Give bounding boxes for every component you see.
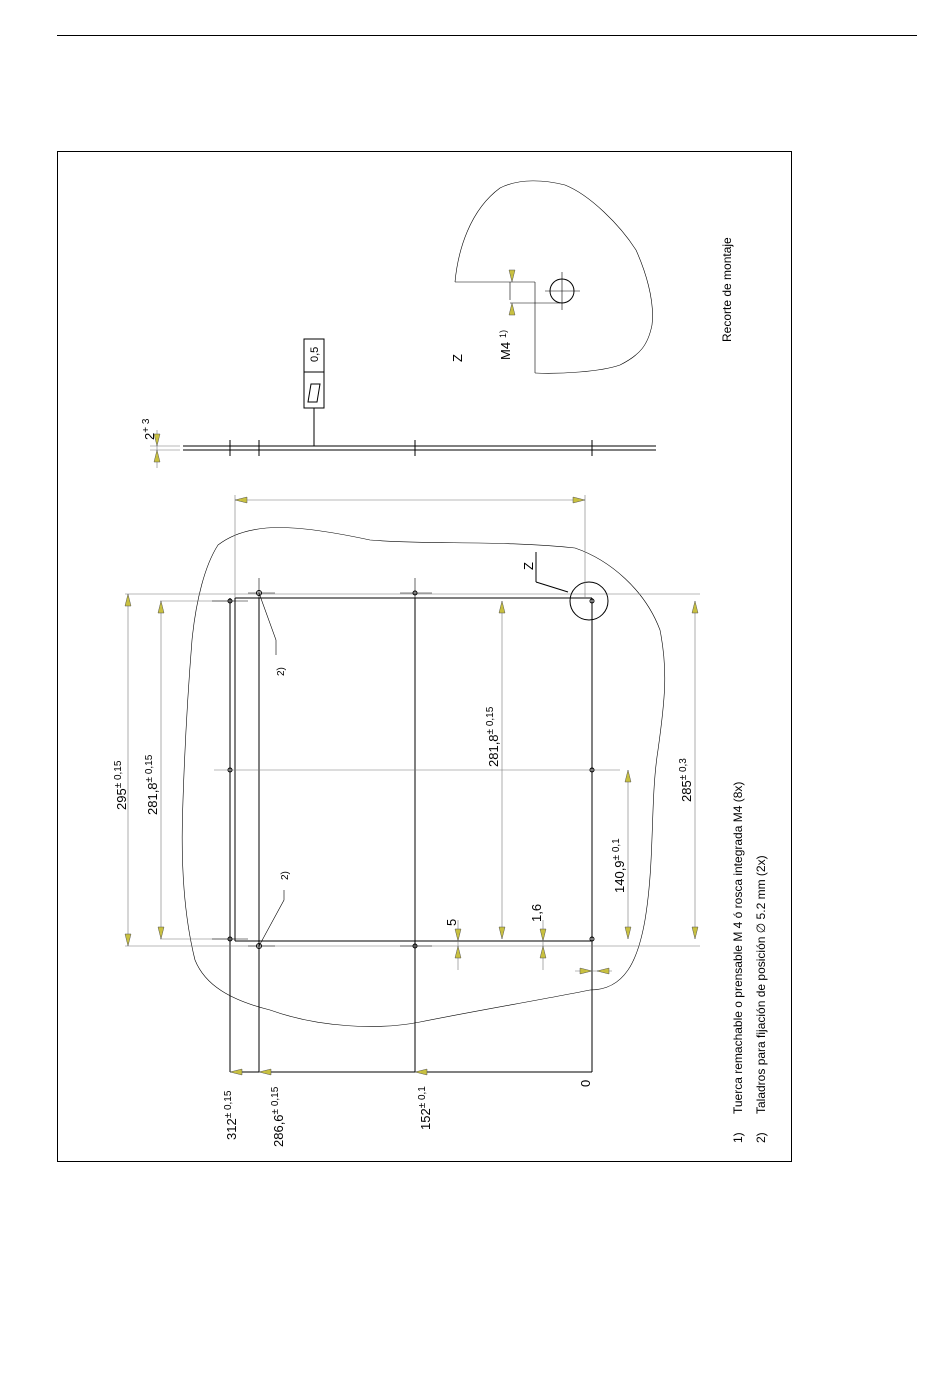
svg-text:140,9± 0,1: 140,9± 0,1	[611, 838, 627, 893]
dim-285: 285± 0,3	[678, 758, 694, 802]
detail-z-arrow-2	[509, 303, 515, 315]
thickness-arrow-2	[154, 450, 160, 462]
ref2-label-bottom: 2)	[280, 871, 291, 880]
dim-arrows	[125, 497, 698, 1075]
dim-281b: 281,8± 0,15	[485, 706, 501, 767]
svg-text:285± 0,3: 285± 0,3	[678, 758, 694, 802]
svg-text:295± 0,15: 295± 0,15	[113, 760, 129, 810]
detail-z-circle	[570, 582, 608, 620]
panel-side-ticks	[230, 440, 592, 456]
drawing-title: Recorte de montaje	[720, 237, 734, 342]
dim-295: 295± 0,15	[113, 760, 129, 810]
dim-140: 140,9± 0,1	[611, 838, 627, 893]
dim-16: 1,6	[529, 904, 544, 922]
flatness-icon	[308, 384, 320, 402]
svg-text:312± 0,15: 312± 0,15	[223, 1090, 239, 1140]
svg-text:281,8± 0,15: 281,8± 0,15	[485, 706, 501, 767]
detail-z-thread: M41)	[498, 330, 513, 360]
dim-281a: 281,8± 0,15	[144, 754, 160, 815]
detail-z-label: Z	[521, 562, 536, 570]
detail-z-title: Z	[450, 354, 465, 362]
svg-text:281,8± 0,15: 281,8± 0,15	[144, 754, 160, 815]
flatness-value: 0,5	[309, 347, 321, 362]
dim-312: 312± 0,15	[223, 1090, 239, 1140]
detail-z-arrow-1	[509, 270, 515, 282]
svg-text:152± 0,1: 152± 0,1	[417, 1086, 433, 1130]
thickness-label: 2+ 3	[141, 418, 157, 440]
ref2-leader-bottom	[259, 890, 284, 946]
detail-z-leader	[536, 582, 568, 592]
note-2-num: 2)	[754, 1132, 768, 1143]
dim-286: 286,6± 0,15	[270, 1086, 286, 1147]
dim-152: 152± 0,1	[417, 1086, 433, 1130]
ref2-label-top: 2)	[276, 667, 287, 676]
dim-5: 5	[444, 919, 459, 926]
detail-z-outline	[455, 181, 653, 373]
svg-text:286,6± 0,15: 286,6± 0,15	[270, 1086, 286, 1147]
dim-0: 0	[578, 1080, 593, 1087]
note-1-text: Tuerca remachable o prensable M 4 ó rosc…	[731, 782, 745, 1114]
note-2-text: Taladros para fijación de posición ∅ 5.2…	[754, 855, 768, 1114]
note-1-num: 1)	[731, 1132, 745, 1143]
ref2-leader-top	[259, 593, 276, 655]
